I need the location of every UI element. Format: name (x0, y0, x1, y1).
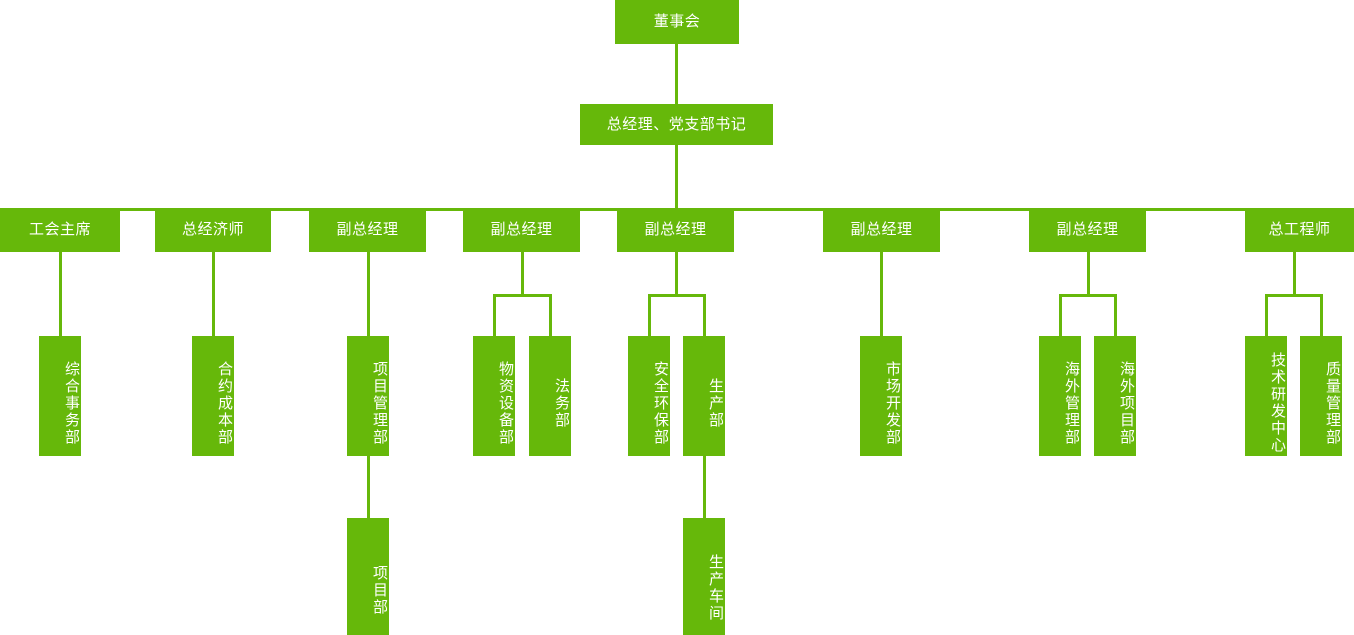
connector-deputy-gm-5-stem (1087, 252, 1090, 296)
node-deputy-gm-2[interactable]: 副总经理 (463, 208, 580, 252)
connector-tech-rd-center-drop (1265, 294, 1268, 336)
node-project-dept[interactable]: 项目部 (347, 518, 389, 635)
connector-quality-management-drop (1320, 294, 1323, 336)
node-chief-economist[interactable]: 总经济师 (155, 208, 271, 252)
node-general-manager[interactable]: 总经理、党支部书记 (580, 104, 773, 145)
connector-union-chair-drop (59, 252, 62, 336)
connector-production-to-workshop (703, 456, 706, 518)
connector-safety-environment-drop (648, 294, 651, 336)
connector-overseas-project-drop (1114, 294, 1117, 336)
connector-deputy-gm-1-drop (367, 252, 370, 336)
connector-chief-engineer-stem (1293, 252, 1296, 296)
node-deputy-gm-4[interactable]: 副总经理 (823, 208, 940, 252)
node-production[interactable]: 生产部 (683, 336, 725, 456)
node-quality-management[interactable]: 质量管理部 (1300, 336, 1342, 456)
node-legal-affairs[interactable]: 法务部 (529, 336, 571, 456)
node-overseas-project[interactable]: 海外项目部 (1094, 336, 1136, 456)
connector-deputy-gm-3-stem (675, 252, 678, 296)
connector-production-drop (703, 294, 706, 336)
node-safety-environment[interactable]: 安全环保部 (628, 336, 670, 456)
connector-deputy-gm-3-crossbar (648, 294, 706, 297)
node-market-development[interactable]: 市场开发部 (860, 336, 902, 456)
node-overseas-management[interactable]: 海外管理部 (1039, 336, 1081, 456)
node-deputy-gm-3[interactable]: 副总经理 (617, 208, 734, 252)
connector-deputy-gm-4-drop (880, 252, 883, 336)
connector-gm-to-bus (675, 145, 678, 208)
node-production-workshop[interactable]: 生产车间 (683, 518, 725, 635)
node-general-affairs[interactable]: 综合事务部 (39, 336, 81, 456)
node-materials-equipment[interactable]: 物资设备部 (473, 336, 515, 456)
node-deputy-gm-5[interactable]: 副总经理 (1029, 208, 1146, 252)
connector-project-management-to-project-dept (367, 456, 370, 518)
node-contract-cost[interactable]: 合约成本部 (192, 336, 234, 456)
connector-materials-equipment-drop (493, 294, 496, 336)
connector-board-to-gm (675, 44, 678, 104)
connector-legal-affairs-drop (549, 294, 552, 336)
node-deputy-gm-1[interactable]: 副总经理 (309, 208, 426, 252)
node-board[interactable]: 董事会 (615, 0, 739, 44)
connector-deputy-gm-2-stem (521, 252, 524, 296)
connector-chief-economist-drop (212, 252, 215, 336)
node-tech-rd-center[interactable]: 技术研发中心 (1245, 336, 1287, 456)
connector-overseas-management-drop (1059, 294, 1062, 336)
node-project-management[interactable]: 项目管理部 (347, 336, 389, 456)
connector-chief-engineer-crossbar (1265, 294, 1323, 297)
connector-deputy-gm-5-crossbar (1059, 294, 1117, 297)
node-chief-engineer[interactable]: 总工程师 (1245, 208, 1354, 252)
node-union-chair[interactable]: 工会主席 (0, 208, 120, 252)
connector-deputy-gm-2-crossbar (493, 294, 552, 297)
